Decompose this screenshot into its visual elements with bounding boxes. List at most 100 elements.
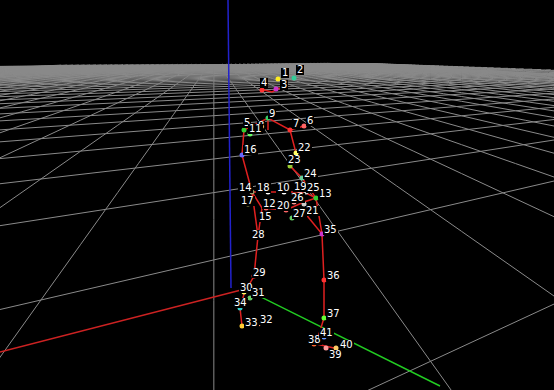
grid-line [300,63,554,335]
grid-line [0,77,554,390]
grid-line [285,64,554,390]
grid-line [267,64,554,390]
grid-line [251,64,554,365]
grid-line [0,64,374,67]
grid-line [0,76,554,390]
grid-line [0,64,196,390]
marker-number: 31 [251,288,266,298]
grid-line [296,63,554,390]
marker-number: 24 [303,169,318,179]
grid-line [0,64,378,67]
marker-number: 29 [252,268,267,278]
grid-line [213,64,214,390]
grid-line [274,64,554,390]
grid-line [0,64,399,69]
grid-line [0,65,133,390]
grid-line [0,64,391,68]
marker-number: 41 [319,328,334,338]
marker-number: 39 [328,350,343,360]
grid-line [0,64,383,68]
marker-number: 34 [233,298,248,308]
marker-number: 18 [256,183,271,193]
grid-line [0,64,168,390]
marker-number: 33 [244,318,259,328]
marker-number: 10 [276,183,291,193]
marker-number: 26 [290,193,305,203]
grid-line [259,64,554,390]
grid-line [0,84,554,390]
grid-line [0,64,182,390]
grid-line [0,78,554,390]
marker-number: 23 [287,155,302,165]
marker-number: 4 [260,78,268,88]
grid-line [307,63,554,371]
grid-line [278,64,554,390]
grid-line [227,64,554,390]
marker-number: 3 [280,80,288,90]
grid-line [0,71,554,166]
y-axis [245,289,440,386]
grid-line [0,64,376,67]
grid-line [214,86,554,390]
grid-line [247,64,554,390]
grid-line [0,80,554,390]
marker-number: 16 [243,145,258,155]
grid-line [0,81,554,390]
grid-line [317,63,554,337]
grid-line [0,64,371,67]
marker-number: 40 [339,340,354,350]
grid-line [0,64,178,324]
grid-line [0,73,554,390]
grid-line [0,64,380,68]
x-axis [0,289,245,352]
skeleton-bones [240,88,334,348]
marker-number: 35 [323,225,338,235]
marker-number: 32 [259,315,274,325]
grid-line [0,64,385,68]
marker-number: 12 [262,199,277,209]
marker-number: 1 [281,68,289,78]
grid-line [0,64,396,69]
marker-number: 25 [306,183,321,193]
grid-line [0,64,388,68]
marker-number: 11 [248,124,263,134]
grid-line [293,64,554,390]
grid-line [0,65,123,390]
grid-line [282,64,554,334]
marker-number: 14 [238,183,253,193]
grid-line [0,72,554,289]
grid-line [310,63,554,307]
grid-line [0,71,554,143]
marker-number: 36 [326,271,341,281]
marker-number: 37 [326,309,341,319]
marker-number: 17 [240,196,255,206]
grid-line [0,75,554,390]
grid-line [239,64,554,390]
marker-number: 2 [296,65,304,75]
grid-line [0,64,163,356]
grid-line [313,63,554,390]
grid-line [0,75,554,390]
grid-line [0,79,554,390]
grid-line [0,72,554,205]
z-axis [228,0,231,288]
marker-number: 6 [306,116,314,126]
floor-grid [0,63,554,390]
marker-number: 20 [276,201,291,211]
grid-line [263,64,554,332]
marker-dots [238,76,339,351]
grid-line [0,73,554,390]
marker-number: 15 [258,212,273,222]
marker-number: 7 [292,119,300,129]
grid-line [0,65,118,390]
grid-line [235,64,554,390]
marker-number: 27 [292,209,307,219]
marker-number: 9 [268,109,276,119]
grid-line [255,64,554,390]
marker-number: 22 [297,143,312,153]
grid-line [303,63,554,390]
grid-line [0,64,173,390]
grid-line [0,74,554,390]
